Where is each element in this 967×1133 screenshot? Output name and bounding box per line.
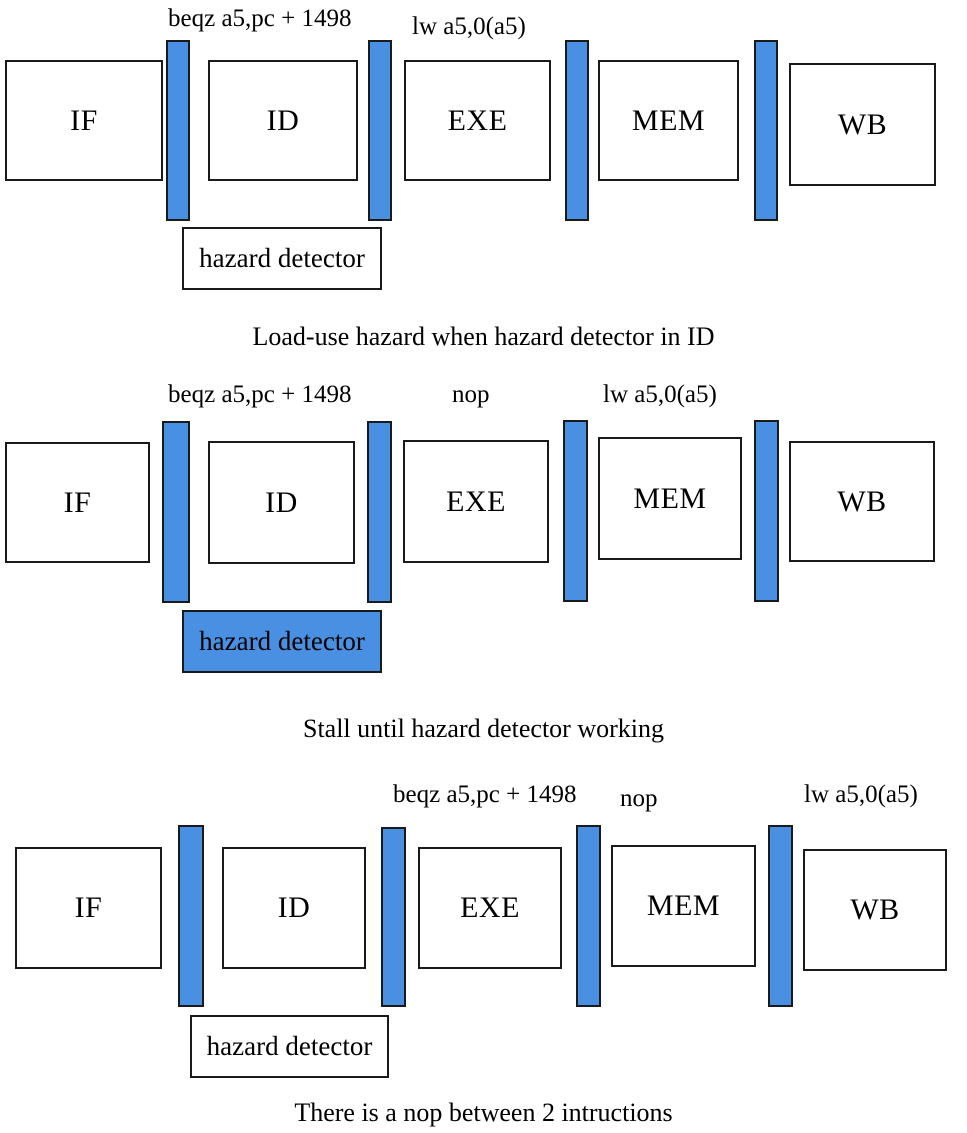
pipeline-register-exe-mem xyxy=(576,825,601,1007)
hazard-detector: hazard detector xyxy=(182,227,382,290)
pipeline-register-id-exe xyxy=(381,827,406,1007)
stage-exe: EXE xyxy=(404,60,551,181)
pipeline-register-if-id xyxy=(178,825,204,1007)
pipeline-register-mem-wb xyxy=(754,420,779,602)
pipeline-diagram-nop-between: beqz a5,pc + 1498 nop lw a5,0(a5) IF ID … xyxy=(0,770,967,1133)
pipeline-diagram-stall: beqz a5,pc + 1498 nop lw a5,0(a5) IF ID … xyxy=(0,378,967,753)
pipeline-register-if-id xyxy=(166,40,190,221)
instruction-label-exe: lw a5,0(a5) xyxy=(412,13,526,40)
instruction-label-id: beqz a5,pc + 1498 xyxy=(168,5,352,32)
diagram-caption: Stall until hazard detector working xyxy=(302,714,664,743)
hazard-detector: hazard detector xyxy=(190,1015,389,1078)
instruction-label-mem: nop xyxy=(620,785,658,812)
instruction-label-mem: lw a5,0(a5) xyxy=(603,381,717,408)
instruction-label-exe: nop xyxy=(452,381,490,408)
pipeline-register-id-exe xyxy=(368,40,392,221)
pipeline-register-exe-mem xyxy=(565,40,589,221)
stage-wb: WB xyxy=(803,849,947,971)
pipeline-register-id-exe xyxy=(367,421,392,603)
pipeline-register-mem-wb xyxy=(754,40,778,221)
stage-exe: EXE xyxy=(403,440,549,563)
instruction-label-exe: beqz a5,pc + 1498 xyxy=(393,781,577,808)
diagram-caption: Load-use hazard when hazard detector in … xyxy=(252,322,715,351)
instruction-label-wb: lw a5,0(a5) xyxy=(804,781,918,808)
instruction-label-id: beqz a5,pc + 1498 xyxy=(168,381,352,408)
stage-mem: MEM xyxy=(598,437,742,560)
stage-id: ID xyxy=(208,60,358,181)
pipeline-diagram-load-use-hazard: beqz a5,pc + 1498 lw a5,0(a5) IF ID EXE … xyxy=(0,0,967,360)
stage-wb: WB xyxy=(789,63,936,186)
stage-if: IF xyxy=(15,847,162,969)
pipeline-register-mem-wb xyxy=(768,825,793,1007)
stage-wb: WB xyxy=(789,441,935,562)
stage-id: ID xyxy=(222,847,366,969)
stage-if: IF xyxy=(5,60,163,181)
stage-id: ID xyxy=(208,441,355,564)
stage-mem: MEM xyxy=(598,60,739,181)
stage-mem: MEM xyxy=(611,845,756,967)
hazard-detector-active: hazard detector xyxy=(182,610,382,673)
diagram-caption: There is a nop between 2 intructions xyxy=(294,1098,673,1127)
stage-if: IF xyxy=(5,442,150,563)
pipeline-register-exe-mem xyxy=(563,420,588,602)
pipeline-register-if-id xyxy=(162,421,190,603)
stage-exe: EXE xyxy=(418,847,562,969)
